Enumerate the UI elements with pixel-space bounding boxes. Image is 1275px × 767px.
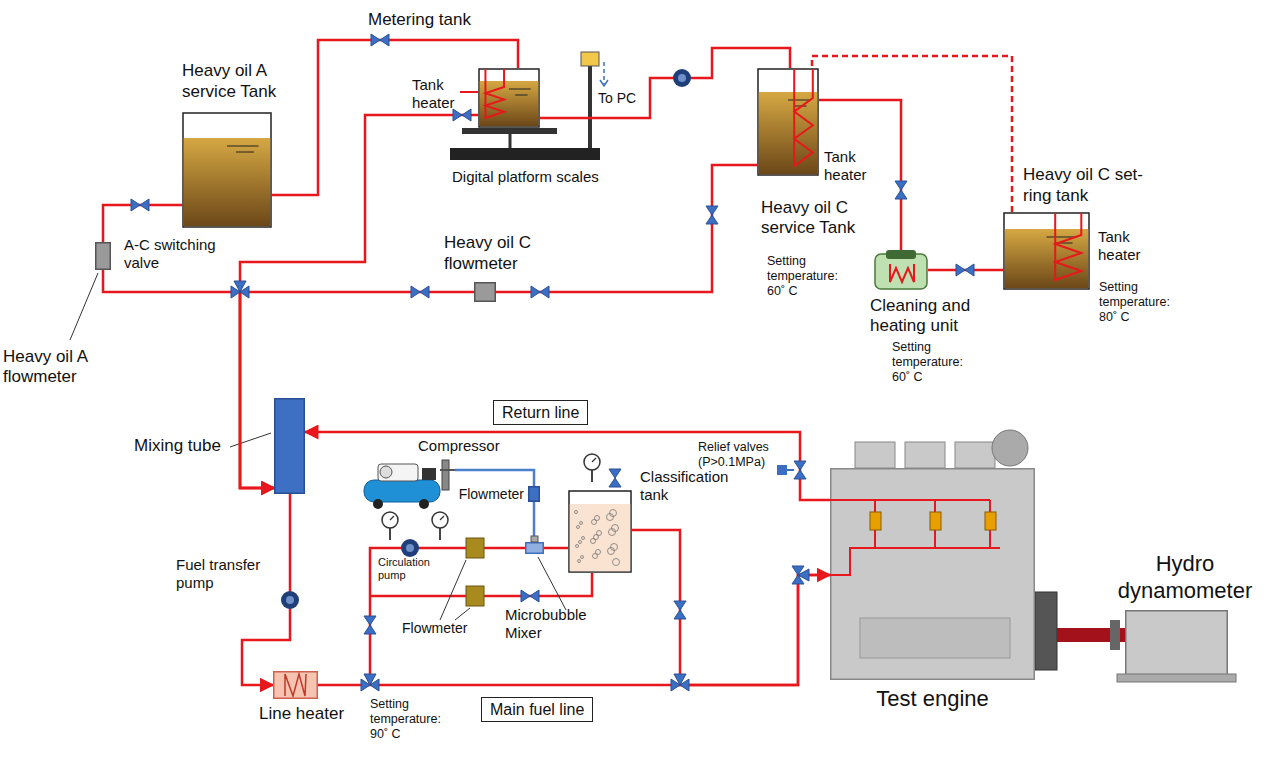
flowmeter-box: Heavy oil A flowmeter [95, 242, 111, 270]
part-label: Digital platform scales [452, 168, 599, 186]
node-label: Main fuel line [490, 700, 584, 719]
node-label: Test engine [830, 686, 1035, 712]
storage-tank-shape [757, 68, 819, 176]
setting-note: Setting temperature: 60˚ C [767, 254, 845, 299]
engine-block: Test engine [830, 468, 1035, 680]
microbubble-mixer: Microbubble Mixer [525, 542, 544, 554]
setting-note: Setting temperature: 90˚ C [370, 697, 448, 742]
flowmeter-box-shape [474, 282, 496, 302]
storage-tank: Heavy oil A service Tank [182, 112, 272, 228]
scale-drawing [450, 52, 608, 160]
flowmeter-box: Flowmeter [528, 486, 540, 502]
metering-tank: Metering tank [478, 68, 540, 128]
part-label: A-C switching valve [124, 236, 232, 272]
node-label: Heavy oil A service Tank [182, 61, 307, 102]
heating-unit-shape [874, 250, 928, 290]
storage-tank: Heavy oil C set-ring tankSetting tempera… [1003, 212, 1090, 290]
setting-note: Setting temperature: 80˚ C [1099, 280, 1177, 325]
line-label-box: Return line [493, 400, 588, 425]
node-label: Heavy oil C set-ring tank [1023, 165, 1153, 206]
compressor-shape [358, 458, 455, 510]
storage-tank: Heavy oil C service TankSetting temperat… [757, 68, 819, 176]
part-label: Circulation pump [378, 556, 448, 582]
compressor: Compressor [358, 458, 455, 510]
line-label-box: Main fuel line [481, 697, 593, 722]
node-label: Cleaning and heating unit [870, 296, 1010, 337]
engine-top [855, 430, 1028, 468]
fuel-pipe [318, 575, 830, 685]
part-label: Tank heater [824, 148, 874, 184]
classification-tank: Classification tank [568, 490, 632, 573]
part-label: To PC [598, 90, 636, 107]
flowmeter-box-shape [528, 486, 540, 502]
pumps-and-gauges [281, 69, 691, 609]
storage-tank-shape [1003, 212, 1090, 290]
storage-tank-shape [182, 112, 272, 228]
part-label: Fuel transfer pump [176, 556, 272, 592]
node-label: Mixing tube [134, 436, 234, 456]
fuel-pipe [455, 470, 534, 486]
fuel-pipe [544, 547, 568, 550]
leader-lines [70, 273, 566, 620]
node-label: Return line [502, 403, 579, 422]
node-label: Hydro dynamometer [1110, 551, 1260, 604]
node-label: Metering tank [368, 10, 483, 30]
node-label: Line heater [259, 704, 379, 724]
microbubble-mixer-shape [525, 542, 544, 554]
flowmeter-box-shape [95, 242, 111, 270]
mixing-tube: Mixing tube [274, 398, 305, 494]
part-label: Tank heater [1098, 228, 1148, 264]
fuel-pipe [812, 56, 1012, 212]
node-label: Compressor [418, 437, 500, 455]
fuel-pipe [103, 270, 274, 488]
mixing-tube-shape [274, 398, 305, 494]
node-label: Microbubble Mixer [505, 606, 595, 642]
part-label: Flowmeter [402, 620, 467, 637]
part-label: Tank heater [412, 76, 458, 112]
fuel-pipe [540, 48, 790, 118]
dynamometer-shape [1125, 610, 1228, 682]
line-heater: Line heaterSetting temperature: 90˚ C [273, 671, 318, 699]
node-label: Flowmeter [459, 486, 524, 503]
setting-note: Setting temperature: 60˚ C [892, 340, 970, 385]
engine-block-shape [830, 468, 1035, 680]
node-label: Heavy oil C flowmeter [444, 233, 564, 274]
fuel-pipe [632, 530, 830, 685]
node-label: Heavy oil C service Tank [761, 198, 871, 239]
heating-unit: Cleaning and heating unitSetting tempera… [874, 250, 928, 290]
flowmeter-box: Heavy oil C flowmeter [474, 282, 496, 302]
engine-shaft [1035, 592, 1125, 670]
fuel-pipe [242, 494, 290, 685]
metering-tank-shape [478, 68, 540, 128]
node-label: Heavy oil A flowmeter [3, 347, 115, 388]
classification-tank-shape [568, 490, 632, 573]
dynamometer: Hydro dynamometer [1125, 610, 1228, 682]
line-heater-shape [273, 671, 318, 699]
node-label: Classification tank [640, 468, 722, 504]
part-label: Relief valves (P>0.1MPa) [698, 440, 774, 470]
